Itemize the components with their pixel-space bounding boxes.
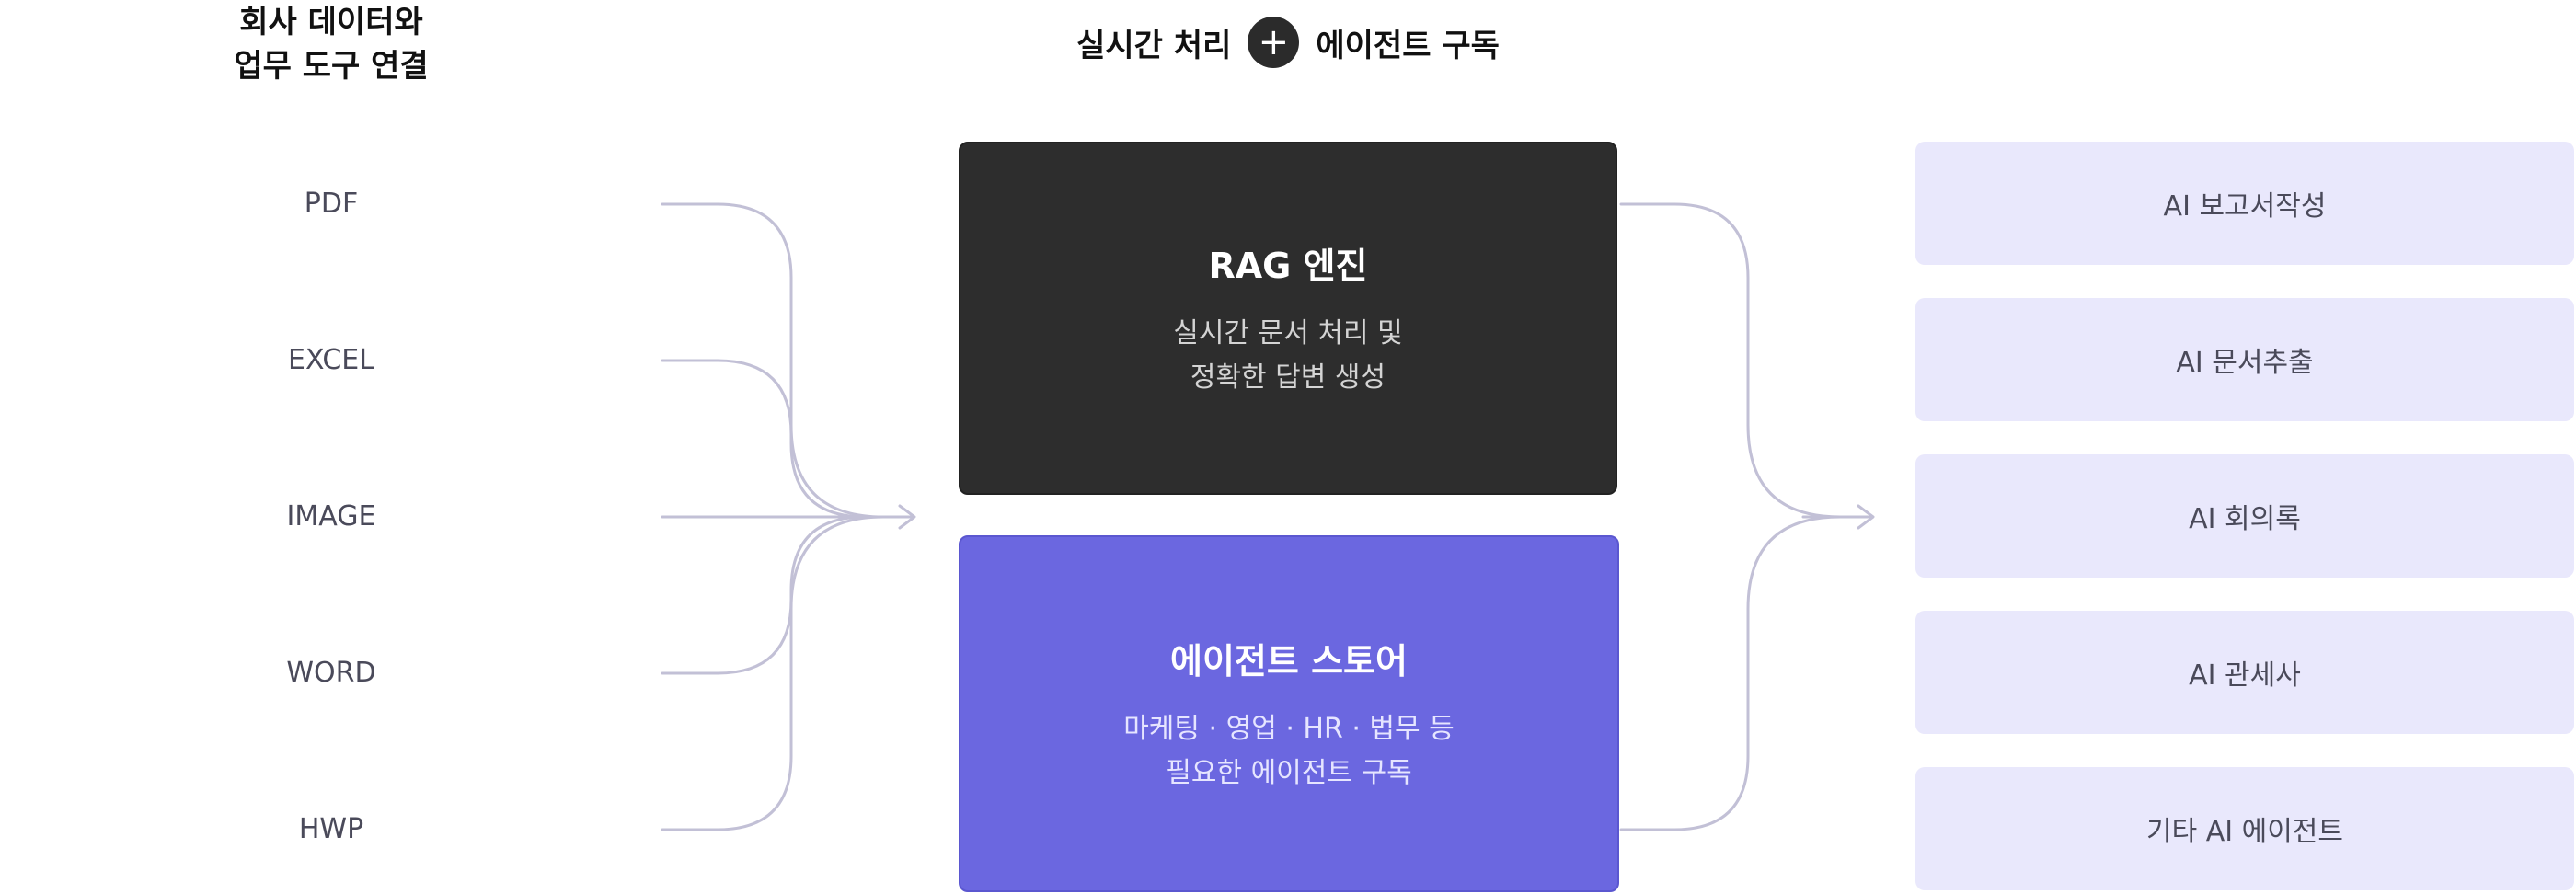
rag-engine-title: RAG 엔진: [1208, 245, 1368, 286]
agent-store-card: 에이전트 스토어 마케팅 · 영업 · HR · 법무 등 필요한 에이전트 구…: [959, 535, 1619, 892]
source-pdf: PDF: [304, 188, 359, 220]
connector-engine-out: [1619, 202, 1842, 519]
sources-heading: 회사 데이터와 업무 도구 연결: [184, 0, 478, 88]
connector-store-out: [1619, 515, 1842, 831]
source-word: WORD: [286, 657, 376, 689]
rag-engine-description: 실시간 문서 처리 및 정확한 답변 생성: [1173, 312, 1402, 400]
source-excel: EXCEL: [288, 344, 374, 376]
connector-excel: [661, 359, 867, 519]
source-hwp: HWP: [298, 813, 364, 845]
plus-icon: +: [1248, 17, 1300, 68]
agent-store-desc-line1: 마케팅 · 영업 · HR · 법무 등: [1123, 712, 1455, 745]
connector-pdf: [661, 202, 885, 519]
agent-store-description: 마케팅 · 영업 · HR · 법무 등 필요한 에이전트 구독: [1123, 707, 1455, 796]
agent-store-title: 에이전트 스토어: [1170, 640, 1408, 682]
sources-heading-line2: 업무 도구 연결: [234, 48, 429, 85]
connector-hwp: [661, 515, 885, 831]
connector-word: [661, 515, 867, 675]
realtime-processing-label: 실시간 처리: [1076, 27, 1232, 64]
output-ai-meeting-minutes: AI 회의록: [1915, 454, 2574, 578]
rag-engine-desc-line2: 정확한 답변 생성: [1190, 361, 1386, 394]
rag-engine-card: RAG 엔진 실시간 문서 처리 및 정확한 답변 생성: [959, 142, 1617, 495]
output-ai-report-writing: AI 보고서작성: [1915, 142, 2574, 265]
output-ai-document-extraction: AI 문서추출: [1915, 298, 2574, 421]
left-arrowhead: [898, 504, 916, 530]
output-ai-customs-broker: AI 관세사: [1915, 611, 2574, 734]
agent-subscription-label: 에이전트 구독: [1316, 27, 1500, 64]
rag-engine-desc-line1: 실시간 문서 처리 및: [1173, 316, 1403, 350]
source-image: IMAGE: [286, 500, 376, 533]
output-other-ai-agents: 기타 AI 에이전트: [1915, 767, 2574, 890]
center-heading: 실시간 처리 + 에이전트 구독: [1012, 15, 1564, 70]
right-arrowhead: [1857, 504, 1875, 530]
agent-store-desc-line2: 필요한 에이전트 구독: [1166, 756, 1412, 789]
sources-heading-line1: 회사 데이터와: [239, 4, 423, 40]
